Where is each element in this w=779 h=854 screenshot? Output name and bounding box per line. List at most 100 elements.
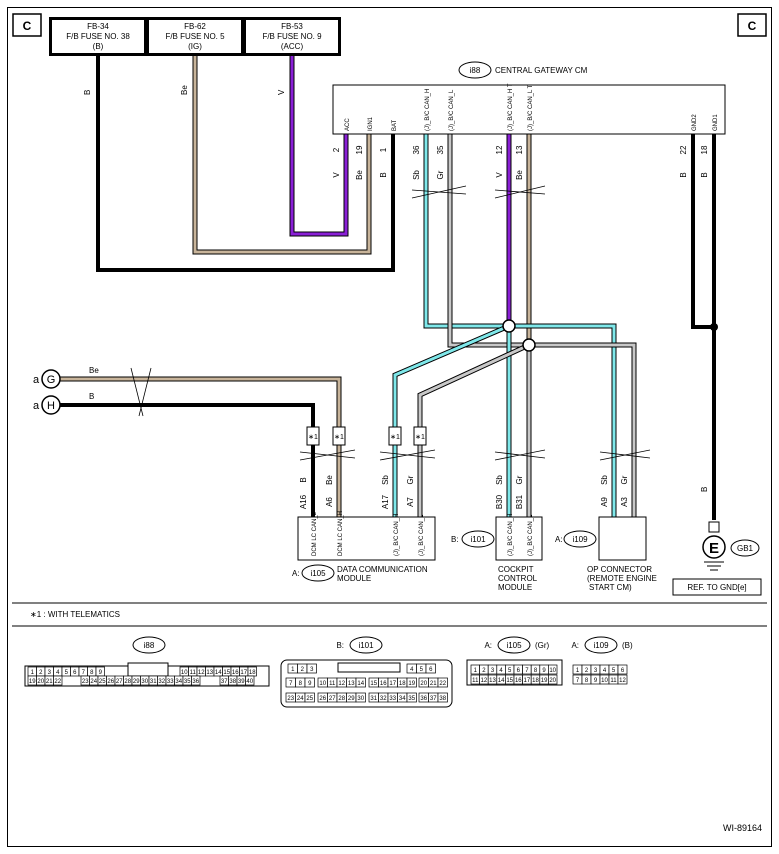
- pinout-pin: 21: [46, 679, 53, 685]
- pinout-pin: 18: [399, 681, 406, 687]
- pinout-pin: 39: [238, 679, 245, 685]
- twist-marker-dcm-left: [299, 449, 356, 461]
- op-prefix: A:: [555, 535, 563, 544]
- pinout-latch: [337, 662, 401, 673]
- module-pin-label: DCM LC CAN_L: [312, 511, 318, 556]
- pinout-pin: 4: [603, 668, 607, 674]
- wire-conn-h-black: [60, 403, 315, 517]
- module-pin-number: A3: [620, 497, 629, 507]
- pinout-pin: 2: [482, 668, 486, 674]
- wire-sb-dcm: [393, 324, 510, 517]
- pinout-pin: 15: [370, 681, 377, 687]
- pinout-pin: 4: [499, 668, 503, 674]
- op-ref: i109: [572, 535, 588, 544]
- gateway-wire-color: V: [495, 172, 504, 178]
- pinout-cell: [617, 664, 628, 675]
- fuse-cell: [149, 20, 241, 53]
- module-pin-number: B31: [515, 494, 524, 509]
- pinout-pin: 29: [133, 679, 140, 685]
- dcm-name-line1: DATA COMMUNICATION: [337, 565, 428, 574]
- pinout-pin: 11: [610, 678, 617, 684]
- pinout-pin: 3: [491, 668, 495, 674]
- module-pin-number: A17: [381, 494, 390, 509]
- pinout-latch: [127, 662, 169, 677]
- connector-ref: G: [47, 374, 56, 386]
- pinout-suffix: (B): [622, 641, 633, 650]
- ground-note-box: [672, 578, 762, 596]
- pinout-pin: 2: [301, 667, 305, 673]
- pinout-pin: 22: [54, 679, 61, 685]
- connector-ref: H: [47, 400, 55, 412]
- gateway-pin-label: ACC: [345, 118, 351, 131]
- wire-acc-violet-outline: [289, 56, 349, 237]
- pinout-pin: 22: [439, 681, 446, 687]
- wire-can-h-36: [424, 134, 509, 328]
- module-pin-number: A16: [299, 494, 308, 509]
- op-connector-box: [598, 516, 647, 561]
- connector-letter: a: [33, 400, 40, 412]
- pinout-prefix: B:: [336, 641, 344, 650]
- pinout-pin: 30: [357, 696, 364, 702]
- pinout-ref-oval: [132, 636, 166, 654]
- wire-ign-beige: [193, 56, 371, 254]
- can-h-junction: [502, 319, 516, 333]
- module-pin-number: A6: [325, 497, 334, 507]
- telematics-marker-box: [388, 426, 402, 446]
- footnote-text: ∗1 : WITH TELEMATICS: [30, 610, 120, 619]
- gateway-wire-color: Sb: [412, 170, 421, 180]
- pinout-pin: 34: [399, 696, 406, 702]
- gateway-cm-box: [332, 84, 726, 135]
- dcm-box: [297, 516, 436, 561]
- twist-marker-gateway-left: [411, 185, 467, 199]
- dcm-name-line2: MODULE: [337, 574, 371, 583]
- wire-can-l-35-outline: [447, 134, 529, 348]
- pinout-pin: 15: [506, 678, 513, 684]
- pinout-pin: 24: [90, 679, 97, 685]
- can-l-junction: [522, 338, 536, 352]
- cockpit-name-line1: COCKPIT: [498, 565, 534, 574]
- wire-gr-op: [529, 343, 636, 517]
- telematics-marker: ∗1: [390, 434, 400, 441]
- corner-marker-left: [12, 13, 42, 37]
- pinout-pin: 8: [585, 678, 589, 684]
- pinout-pin: 9: [542, 668, 546, 674]
- pinout-pin: 10: [601, 678, 608, 684]
- pinout-pin: 7: [82, 670, 86, 676]
- gateway-pin-label: GND2: [692, 114, 698, 131]
- pinout-pin: 16: [232, 670, 239, 676]
- pinout-pin: 23: [82, 679, 89, 685]
- gateway-pin-label: BAT: [392, 119, 398, 131]
- pinout-pin: 11: [190, 670, 197, 676]
- pinout-pin: 24: [297, 696, 304, 702]
- pinout-pin: 12: [619, 678, 626, 684]
- op-ref-oval: [563, 530, 597, 548]
- pinout-pin: 1: [576, 668, 580, 674]
- pinout-title: i109: [593, 641, 609, 650]
- fuse-name: FB-53: [281, 22, 303, 31]
- pinout-pin: 3: [594, 668, 598, 674]
- ground-ref-oval: [730, 539, 760, 557]
- pinout-pin: 10: [181, 670, 188, 676]
- pinout-pin: 38: [439, 696, 446, 702]
- twist-marker-conn: [130, 367, 152, 417]
- pinout-pin: 14: [215, 670, 222, 676]
- pinout-pin: 3: [310, 667, 314, 673]
- pinout-title: i88: [144, 641, 155, 650]
- gateway-pin-number: 22: [679, 145, 688, 154]
- wire-sb-op-outline: [509, 323, 617, 517]
- pinout-pin: 4: [56, 670, 60, 676]
- pinout-pin: 6: [621, 668, 625, 674]
- pinout-pin: 14: [498, 678, 505, 684]
- wire-bat-black: [96, 56, 395, 272]
- pinout-cell: [548, 674, 558, 685]
- dcm-ref: i105: [310, 569, 326, 578]
- cockpit-name-line2: CONTROL: [498, 574, 538, 583]
- pinout-cell: [406, 692, 417, 703]
- pinout-pin: 13: [489, 678, 496, 684]
- pinout-cell: [617, 674, 628, 685]
- gateway-pin-label: (J)_B/C CAN_L T: [528, 84, 534, 131]
- gateway-pin-number: 35: [436, 145, 445, 154]
- pinout-pin: 28: [338, 696, 345, 702]
- pinout-pin: 29: [348, 696, 355, 702]
- pinout-pin: 20: [37, 679, 44, 685]
